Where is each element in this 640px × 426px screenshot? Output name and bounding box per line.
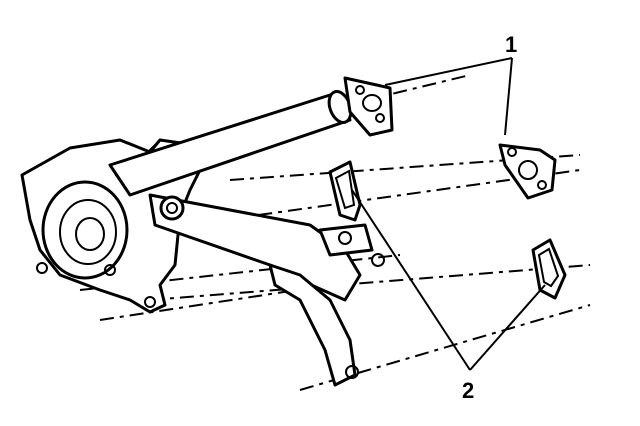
- callout-label-1: 1: [505, 32, 517, 57]
- callout-2-leaders: [351, 189, 546, 371]
- callout-label-2: 2: [462, 378, 474, 403]
- pickup-tube: [148, 193, 385, 387]
- upper-pipe: [108, 90, 353, 197]
- gasket-upper: [343, 76, 394, 137]
- seal-lower-right: [531, 238, 567, 300]
- gasket-right: [498, 143, 557, 200]
- callout-1-leaders: [384, 57, 513, 136]
- seal-middle: [328, 160, 362, 222]
